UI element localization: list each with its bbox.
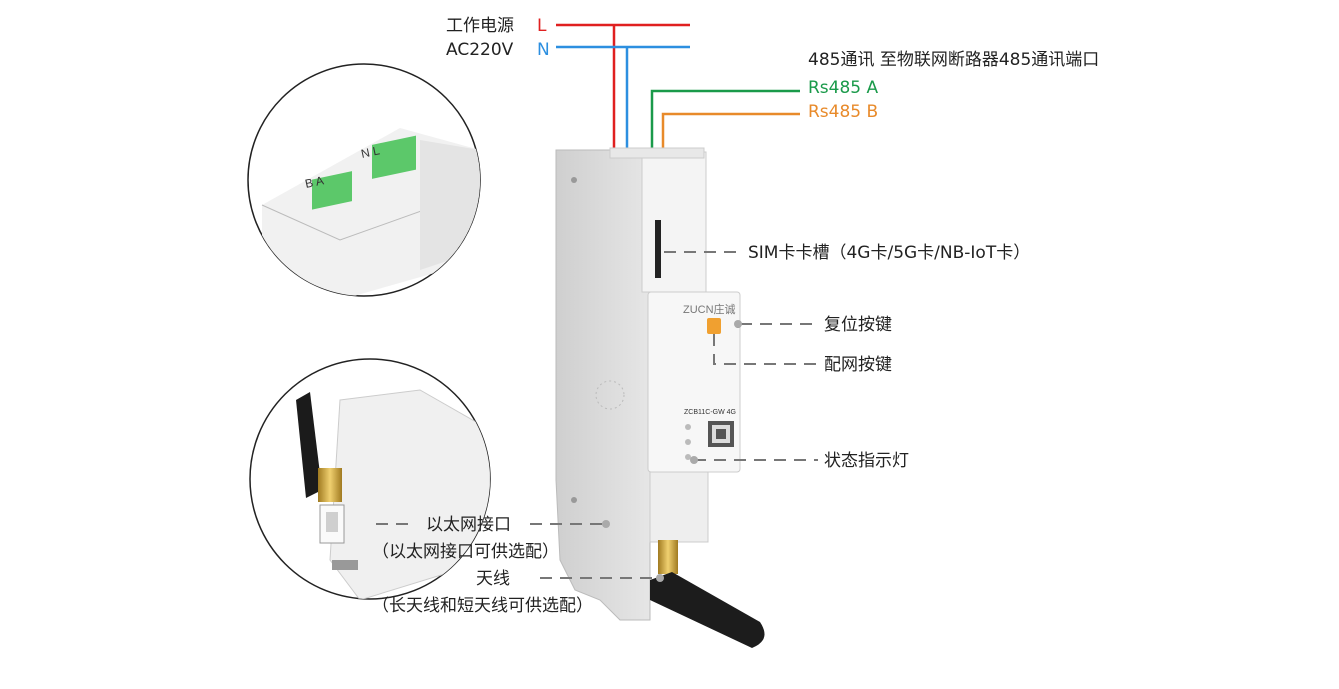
antenna — [650, 540, 765, 648]
rs485-b-label: Rs485 B — [808, 102, 879, 122]
ba-label: B A — [304, 173, 325, 191]
antenna-note: （长天线和短天线可供选配） — [372, 596, 593, 616]
led-fault — [685, 439, 691, 445]
ethernet-note: （以太网接口可供选配） — [372, 542, 559, 562]
b-wire — [661, 112, 800, 152]
sim-slot-label: SIM卡卡槽（4G卡/5G卡/NB-IoT卡） — [748, 243, 1031, 263]
gateway-device: ZUCN庄诚 ZCB11C-GW 4G — [555, 147, 741, 621]
power-wires — [556, 23, 690, 152]
rs485-heading: 485通讯 至物联网断路器485通讯端口 — [808, 50, 1100, 70]
terminal-zoom-circle: B A N L — [247, 63, 481, 297]
brand-logo: ZUCN庄诚 — [683, 302, 736, 316]
power-title: 工作电源 — [446, 16, 514, 36]
led-comm — [685, 454, 691, 460]
network-button-label: 配网按键 — [824, 355, 892, 375]
reset-button-label: 复位按键 — [824, 315, 892, 335]
rs485-a-label: Rs485 A — [808, 78, 879, 98]
ethernet-zoom-circle — [249, 358, 491, 600]
nl-label: N L — [360, 143, 381, 161]
rs485-wires — [650, 89, 800, 152]
ethernet-label: 以太网接口 — [426, 515, 511, 535]
callout-lines — [376, 251, 818, 579]
status-led-label: 状态指示灯 — [824, 451, 909, 471]
n-label: N — [537, 40, 550, 60]
power-voltage: AC220V — [446, 40, 514, 60]
model-label: ZCB11C-GW 4G — [684, 409, 736, 416]
l-label: L — [537, 16, 547, 36]
network-button[interactable] — [707, 318, 721, 334]
sim-slot — [655, 220, 661, 278]
led-run — [685, 424, 691, 430]
a-wire — [650, 89, 800, 152]
antenna-label: 天线 — [476, 569, 510, 589]
